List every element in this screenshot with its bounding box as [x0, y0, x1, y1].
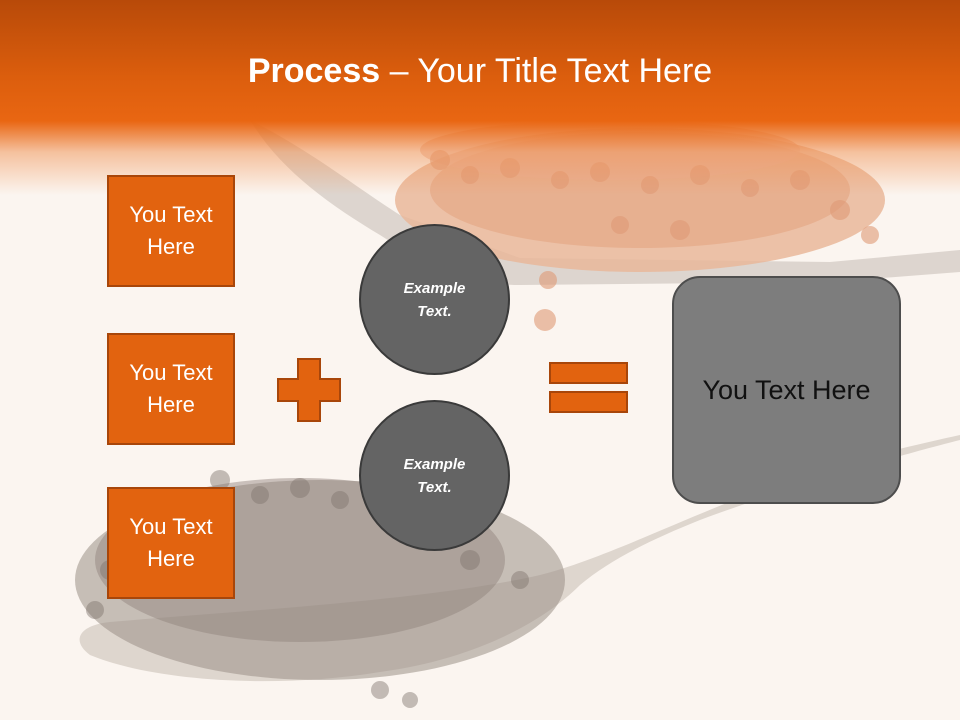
- header-band: [0, 0, 960, 195]
- text-box-3-label: You Text Here: [129, 514, 213, 571]
- result-box[interactable]: You Text Here: [672, 276, 901, 504]
- example-circle-1[interactable]: Example Text.: [359, 224, 510, 375]
- text-box-2-label: You Text Here: [129, 360, 213, 417]
- example-circle-1-label: Example Text.: [403, 279, 466, 320]
- text-box-1[interactable]: You Text Here: [107, 175, 235, 287]
- equals-icon: [549, 362, 628, 413]
- title-bold-text: Process: [247, 52, 381, 90]
- text-box-1-label: You Text Here: [129, 202, 213, 259]
- text-box-2[interactable]: You Text Here: [107, 333, 235, 445]
- slide-title[interactable]: Process – Your Title Text Here: [0, 52, 960, 91]
- plus-icon: [277, 358, 341, 422]
- result-box-label: You Text Here: [702, 374, 871, 405]
- example-circle-2-label: Example Text.: [403, 455, 466, 496]
- title-rest-text: – Your Title Text Here: [380, 52, 713, 90]
- text-box-3[interactable]: You Text Here: [107, 487, 235, 599]
- example-circle-2[interactable]: Example Text.: [359, 400, 510, 551]
